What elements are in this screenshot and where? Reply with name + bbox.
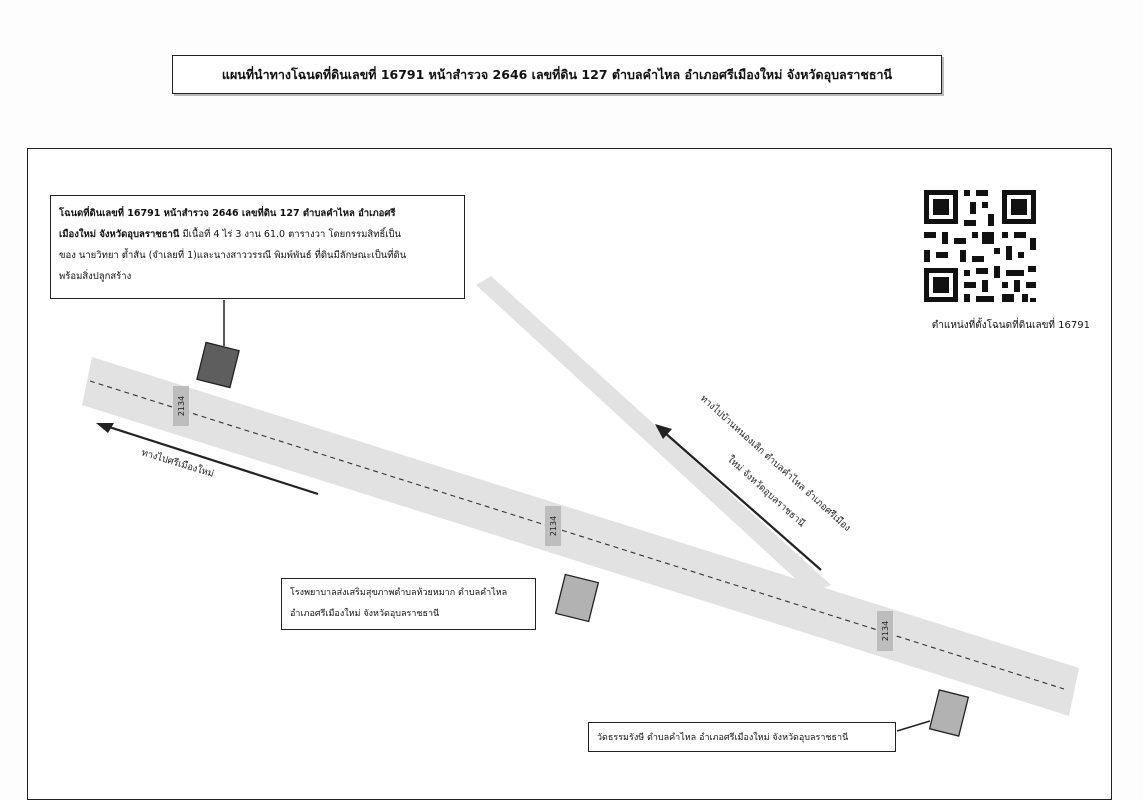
hospital-line2: อำเภอศรีเมืองใหม่ จังหวัดอุบลราชธานี xyxy=(290,609,440,619)
branch-road-band xyxy=(476,276,831,593)
arrow-to-sri-mueang-mai xyxy=(105,424,319,496)
deed-plot-marker xyxy=(196,341,240,389)
map-title: แผนที่นำทางโฉนดที่ดินเลขที่ 16791 หน้าสำ… xyxy=(221,66,893,82)
temple-marker xyxy=(928,689,970,737)
highway-sign: 2134 xyxy=(545,506,561,546)
highway-sign: 2134 xyxy=(877,611,893,651)
label-to-sri-mueang-mai: ทางไปศรีเมืองใหม่ xyxy=(140,446,215,479)
temple-callout: วัดธรรมรังษี ตำบลคำไหล อำเภอศรีเมืองใหม่… xyxy=(588,722,896,752)
deed-info-callout: โฉนดที่ดินเลขที่ 16791 หน้าสำรวจ 2646 เล… xyxy=(50,195,465,299)
deed-line2-bold: เมืองใหม่ จังหวัดอุบลราชธานี xyxy=(59,229,180,240)
hospital-line1: โรงพยาบาลส่งเสริมสุขภาพตำบลห้วยหมาก ตำบล… xyxy=(290,588,508,598)
hospital-marker xyxy=(554,573,600,623)
deed-line2-rest: มีเนื้อที่ 4 ไร่ 3 งาน 61.0 ตารางวา โดยก… xyxy=(179,229,402,240)
arrow-to-nong-lerk xyxy=(663,431,822,571)
highway-sign-label: 2134 xyxy=(177,396,186,416)
arrow-head-left xyxy=(96,423,114,433)
arrow-head-up xyxy=(655,424,672,439)
map-title-box: แผนที่นำทางโฉนดที่ดินเลขที่ 16791 หน้าสำ… xyxy=(172,55,942,94)
deed-line3: ของ นายวิทยา ต้ำสัน (จำเลยที่ 1)และนางสา… xyxy=(59,250,407,261)
highway-sign-label: 2134 xyxy=(549,516,558,536)
hospital-callout: โรงพยาบาลส่งเสริมสุขภาพตำบลห้วยหมาก ตำบล… xyxy=(281,578,536,630)
deed-line1: โฉนดที่ดินเลขที่ 16791 หน้าสำรวจ 2646 เล… xyxy=(59,208,396,219)
qr-caption: ตำแหน่งที่ตั้งโฉนดที่ดินเลขที่ 16791 xyxy=(931,320,1090,331)
highway-sign-label: 2134 xyxy=(881,621,890,641)
qr-code-icon[interactable] xyxy=(918,182,1042,310)
temple-leader-line xyxy=(896,720,931,732)
highway-sign: 2134 xyxy=(173,386,189,426)
deed-line4: พร้อมสิ่งปลูกสร้าง xyxy=(59,271,132,282)
label-to-nong-lerk-line1: ทางไปบ้านหนองเลิก ตำบลคำไหล อำเภอศรีเมือ… xyxy=(698,392,853,533)
